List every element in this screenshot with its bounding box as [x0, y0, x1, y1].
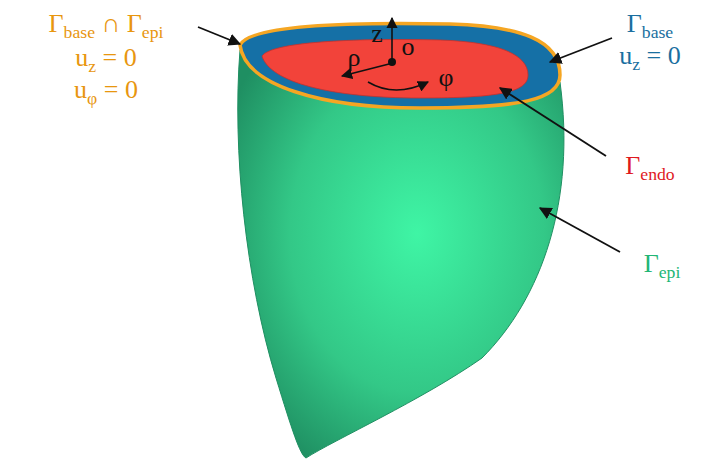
- boundary-label: Γendo: [625, 152, 674, 181]
- condition-label: uz = 0: [75, 44, 137, 73]
- axis-label: o: [402, 33, 415, 62]
- axis-label: z: [371, 20, 383, 49]
- boundary-label: Γbase ∩ Γepi: [49, 10, 164, 39]
- leader-line: [550, 38, 612, 62]
- z-axis: [391, 18, 393, 62]
- boundary-label: Γbase: [627, 10, 673, 39]
- coordinate-axes: [342, 18, 428, 90]
- phi-arc: [368, 82, 428, 90]
- leader-line: [500, 88, 606, 156]
- leader-line: [540, 208, 620, 252]
- origin-dot: [388, 58, 396, 66]
- condition-label: uz = 0: [619, 42, 681, 71]
- axis-label: ρ: [348, 44, 361, 73]
- leader-lines: [198, 27, 620, 252]
- epicardium-surface: [238, 50, 564, 458]
- condition-label: uφ = 0: [74, 76, 138, 105]
- boundary-label: Γepi: [644, 250, 681, 279]
- endocardium-surface: [262, 40, 528, 98]
- leader-line: [198, 27, 240, 44]
- axis-label: φ: [438, 64, 453, 93]
